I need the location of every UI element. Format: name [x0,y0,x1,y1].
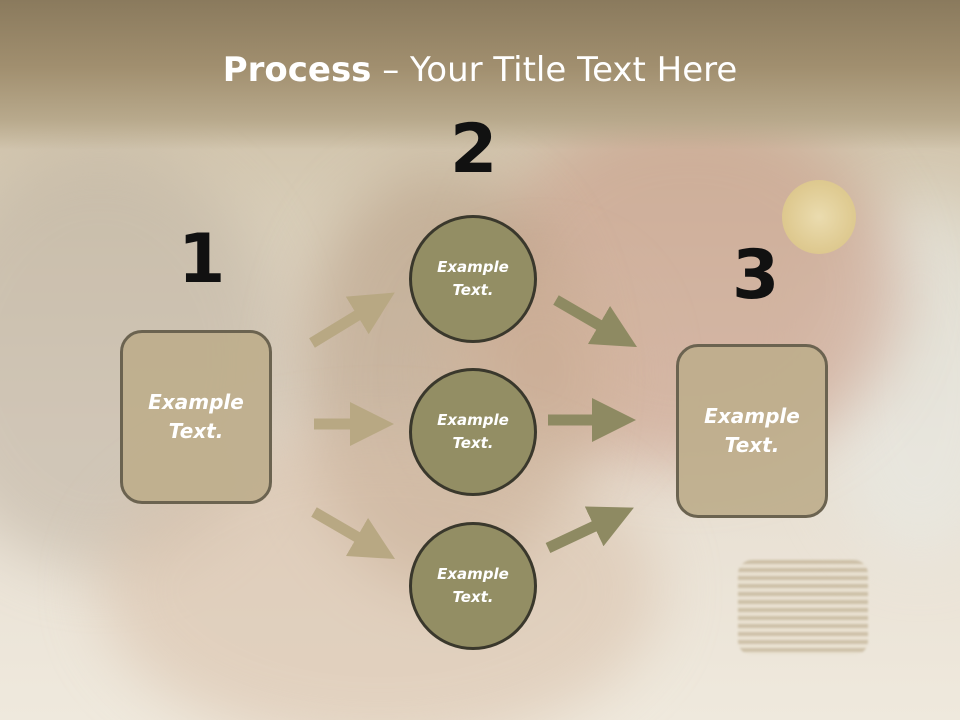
arrow-left-to-bottom [311,507,396,560]
step-number-3: 3 [732,236,780,315]
slide-title: Process – Your Title Text Here [0,50,960,90]
right-box: Example Text. [676,344,828,518]
left-box-text: Example Text. [148,390,244,443]
circle-bottom-text: Example Text. [437,565,509,606]
left-box: Example Text. [120,330,272,504]
circle-middle: Example Text. [409,368,537,496]
step-number-2: 2 [450,110,498,189]
arrow-bottom-to-right [545,506,634,553]
background-photo-bangles [738,560,868,655]
title-band [0,0,960,150]
circle-bottom: Example Text. [409,522,537,650]
arrow-left-to-top [309,292,395,348]
title-rest: – Your Title Text Here [371,50,738,90]
background-photo-ring [782,180,856,254]
circle-middle-text: Example Text. [437,411,509,452]
circle-top-text: Example Text. [437,258,509,299]
step-number-1: 1 [178,220,226,299]
title-bold: Process [222,50,372,90]
right-box-text: Example Text. [704,404,800,457]
circle-top: Example Text. [409,215,537,343]
arrow-top-to-right [553,295,638,348]
